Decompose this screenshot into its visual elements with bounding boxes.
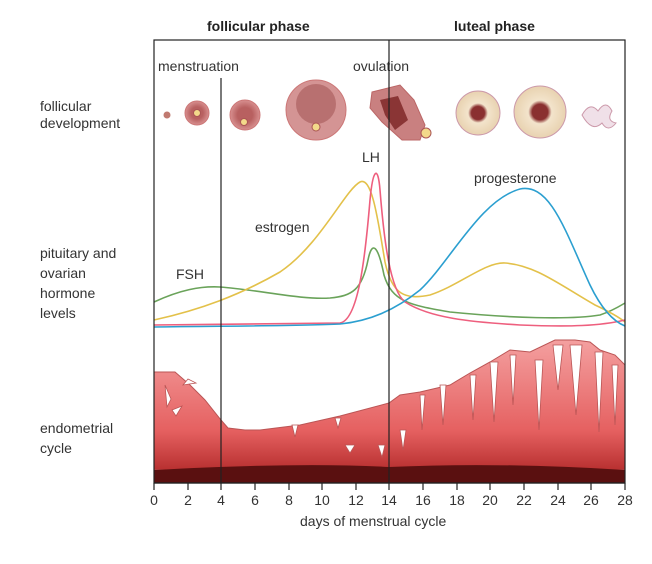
oocyte bbox=[193, 109, 201, 117]
menstruation-label: menstruation bbox=[158, 58, 239, 74]
ruptured-cavity bbox=[380, 96, 408, 130]
x-tick-label: 20 bbox=[482, 492, 498, 508]
follicular-development-label: follicular development bbox=[40, 98, 120, 132]
progesterone-label: progesterone bbox=[474, 170, 557, 186]
antrum bbox=[296, 84, 336, 124]
oocyte bbox=[311, 122, 321, 132]
follicle-primordial bbox=[163, 111, 171, 119]
fsh-label: FSH bbox=[176, 266, 204, 282]
x-tick-label: 4 bbox=[217, 492, 225, 508]
oocyte bbox=[240, 118, 248, 126]
hormone-levels-label: pituitary and ovarian hormone levels bbox=[40, 243, 116, 323]
x-tick-label: 14 bbox=[381, 492, 397, 508]
luteal-phase-label: luteal phase bbox=[454, 18, 535, 34]
x-tick-label: 28 bbox=[617, 492, 633, 508]
follicle-stages bbox=[163, 79, 617, 141]
estrogen-label: estrogen bbox=[255, 219, 310, 235]
x-tick-label: 6 bbox=[251, 492, 259, 508]
x-tick-label: 0 bbox=[150, 492, 158, 508]
label-line: ovarian bbox=[40, 265, 86, 281]
lh-label: LH bbox=[362, 149, 380, 166]
x-axis-title: days of menstrual cycle bbox=[300, 513, 447, 529]
x-tick-label: 16 bbox=[415, 492, 431, 508]
released-oocyte bbox=[420, 127, 432, 139]
x-tick-label: 8 bbox=[285, 492, 293, 508]
x-tick-label: 18 bbox=[449, 492, 465, 508]
x-tick-label: 2 bbox=[184, 492, 192, 508]
x-tick-label: 10 bbox=[314, 492, 330, 508]
x-tick-label: 22 bbox=[516, 492, 532, 508]
x-tick-label: 12 bbox=[348, 492, 364, 508]
label-line: pituitary and bbox=[40, 245, 117, 261]
follicle-secondary bbox=[229, 99, 261, 131]
label-line: follicular bbox=[40, 98, 92, 114]
x-axis-ticks bbox=[153, 483, 626, 490]
label-line: hormone bbox=[40, 285, 96, 301]
fsh-curve bbox=[153, 247, 626, 319]
follicular-phase-label: follicular phase bbox=[207, 18, 310, 34]
ovulation-label: ovulation bbox=[353, 58, 410, 74]
corpus-luteum-mature bbox=[513, 85, 567, 139]
label-line: cycle bbox=[40, 440, 72, 456]
x-tick-label: 26 bbox=[583, 492, 599, 508]
glands bbox=[164, 344, 619, 459]
lh-curve bbox=[153, 172, 626, 327]
corpus-albicans bbox=[581, 104, 617, 129]
x-tick-label: 24 bbox=[550, 492, 566, 508]
corpus-luteum bbox=[455, 90, 501, 136]
progesterone-curve bbox=[153, 187, 626, 328]
label-line: development bbox=[40, 115, 121, 131]
label-line: endometrial bbox=[40, 420, 114, 436]
label-line: levels bbox=[40, 305, 76, 321]
endometrial-cycle-label: endometrial cycle bbox=[40, 418, 113, 458]
